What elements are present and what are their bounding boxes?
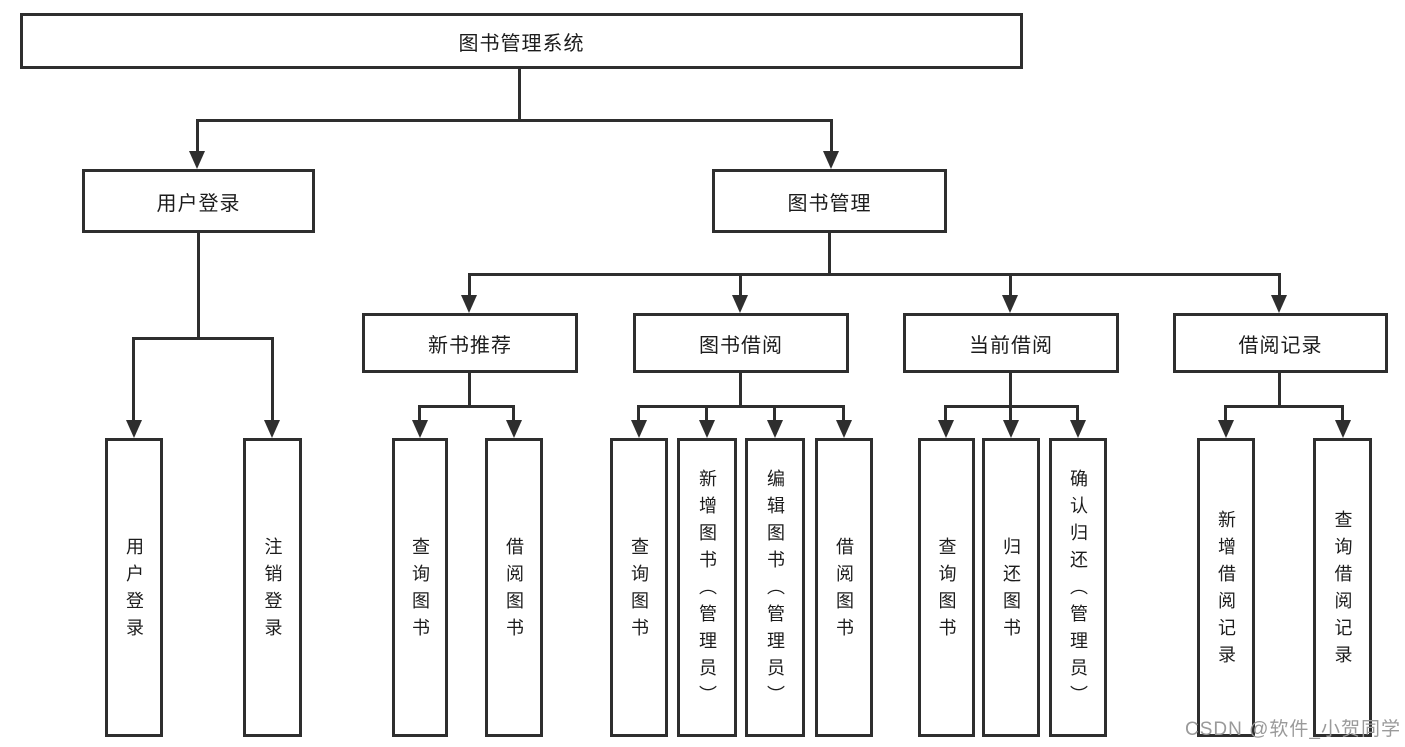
node-user-login: 用户登录	[82, 169, 315, 233]
connector-line	[196, 119, 199, 153]
arrow-down-icon	[767, 420, 783, 438]
leaf-user-login: 用户登录	[105, 438, 163, 737]
arrow-down-icon	[1002, 295, 1018, 313]
arrow-down-icon	[1003, 420, 1019, 438]
arrow-down-icon	[461, 295, 477, 313]
leaf-return-books: 归还图书	[982, 438, 1040, 737]
leaf-query-books-current: 查询图书	[918, 438, 975, 737]
connector-line	[468, 273, 1281, 276]
node-new-book-recommendation: 新书推荐	[362, 313, 578, 373]
connector-line	[468, 273, 471, 297]
connector-line	[842, 405, 845, 422]
connector-line	[637, 405, 845, 408]
connector-line	[739, 273, 742, 297]
leaf-confirm-return-admin: 确认归还（管理员）	[1049, 438, 1107, 737]
connector-line	[1278, 273, 1281, 297]
connector-line	[828, 233, 831, 276]
arrow-down-icon	[1218, 420, 1234, 438]
arrow-down-icon	[126, 420, 142, 438]
connector-line	[1076, 405, 1079, 422]
arrow-down-icon	[631, 420, 647, 438]
csdn-watermark: CSDN @软件_小贺同学	[1185, 719, 1401, 740]
connector-line	[1341, 405, 1344, 422]
leaf-add-borrow-record: 新增借阅记录	[1197, 438, 1255, 737]
node-book-borrowing: 图书借阅	[633, 313, 849, 373]
leaf-query-books-borrowing: 查询图书	[610, 438, 668, 737]
leaf-query-books-recommend: 查询图书	[392, 438, 448, 737]
arrow-down-icon	[732, 295, 748, 313]
arrow-down-icon	[823, 151, 839, 169]
connector-line	[1278, 373, 1281, 408]
arrow-down-icon	[938, 420, 954, 438]
connector-line	[418, 405, 515, 408]
leaf-add-books-admin: 新增图书（管理员）	[677, 438, 737, 737]
arrow-down-icon	[189, 151, 205, 169]
connector-line	[1009, 373, 1012, 408]
leaf-logout: 注销登录	[243, 438, 302, 737]
connector-line	[468, 373, 471, 408]
arrow-down-icon	[412, 420, 428, 438]
connector-line	[271, 337, 274, 422]
connector-line	[132, 337, 274, 340]
arrow-down-icon	[1070, 420, 1086, 438]
connector-line	[418, 405, 421, 422]
connector-line	[518, 69, 521, 121]
node-book-management: 图书管理	[712, 169, 947, 233]
connector-line	[705, 405, 708, 422]
arrow-down-icon	[836, 420, 852, 438]
connector-line	[1224, 405, 1344, 408]
arrow-down-icon	[1335, 420, 1351, 438]
node-library-management-system: 图书管理系统	[20, 13, 1023, 69]
connector-line	[132, 337, 135, 422]
arrow-down-icon	[1271, 295, 1287, 313]
connector-line	[773, 405, 776, 422]
arrow-down-icon	[699, 420, 715, 438]
connector-line	[1224, 405, 1227, 422]
node-current-borrowing: 当前借阅	[903, 313, 1119, 373]
leaf-query-borrow-record: 查询借阅记录	[1313, 438, 1372, 737]
connector-line	[196, 119, 833, 122]
node-borrowing-records: 借阅记录	[1173, 313, 1388, 373]
connector-line	[739, 373, 742, 408]
connector-line	[512, 405, 515, 422]
leaf-borrow-books: 借阅图书	[815, 438, 873, 737]
connector-line	[637, 405, 640, 422]
connector-line	[197, 233, 200, 340]
leaf-borrow-books-recommend: 借阅图书	[485, 438, 543, 737]
connector-line	[944, 405, 947, 422]
arrow-down-icon	[506, 420, 522, 438]
leaf-edit-books-admin: 编辑图书（管理员）	[745, 438, 805, 737]
connector-line	[830, 119, 833, 153]
connector-line	[1009, 405, 1012, 422]
connector-line	[1009, 273, 1012, 297]
arrow-down-icon	[264, 420, 280, 438]
